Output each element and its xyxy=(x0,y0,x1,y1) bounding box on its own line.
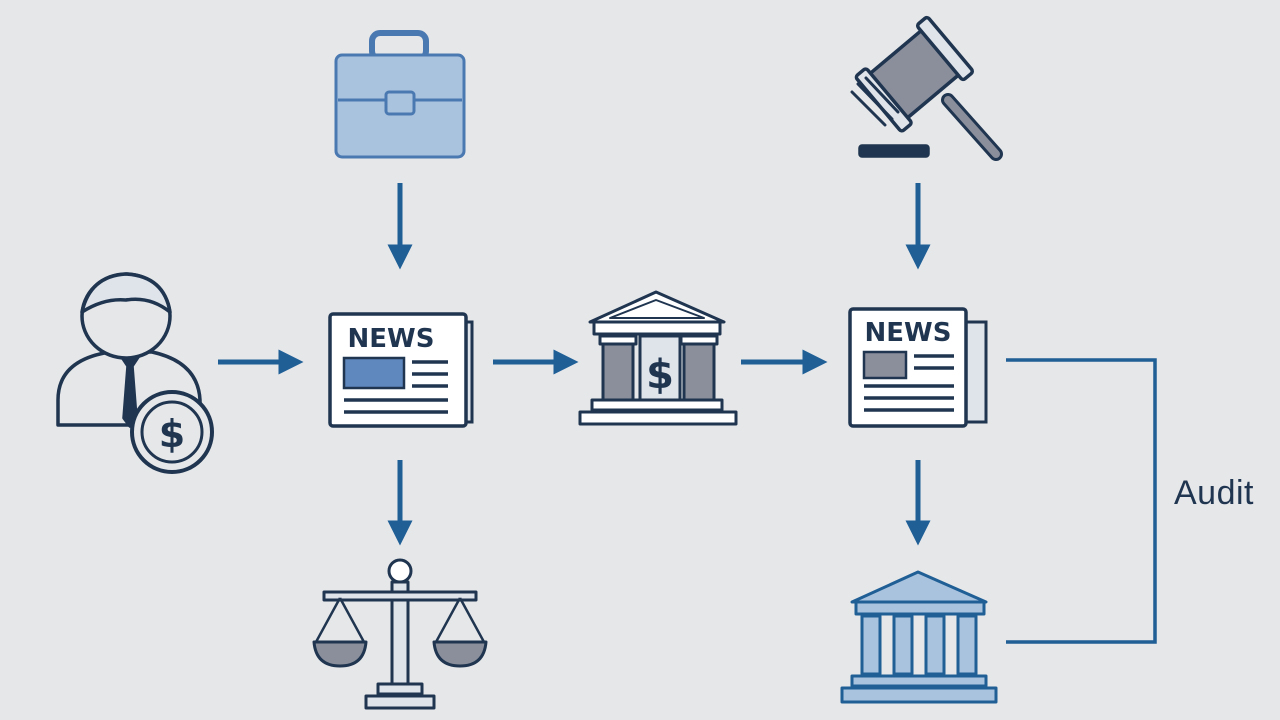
newspaper-right: NEWS xyxy=(848,307,988,428)
audit-label: Audit xyxy=(1174,474,1254,512)
person-with-coin-icon: $ xyxy=(56,272,214,474)
audit-connector xyxy=(1006,358,1157,644)
svg-text:$: $ xyxy=(646,352,674,398)
newspaper-left: NEWS xyxy=(328,312,474,428)
scales-of-justice-icon xyxy=(312,558,488,710)
svg-text:$: $ xyxy=(159,412,185,456)
news-masthead-left: NEWS xyxy=(348,324,435,354)
news-masthead-right: NEWS xyxy=(865,318,952,348)
arrows xyxy=(218,183,931,546)
briefcase-icon xyxy=(334,30,466,159)
bank-with-dollar-icon: $ xyxy=(578,290,738,426)
gavel-icon xyxy=(850,15,1003,161)
government-building-icon xyxy=(840,570,998,704)
